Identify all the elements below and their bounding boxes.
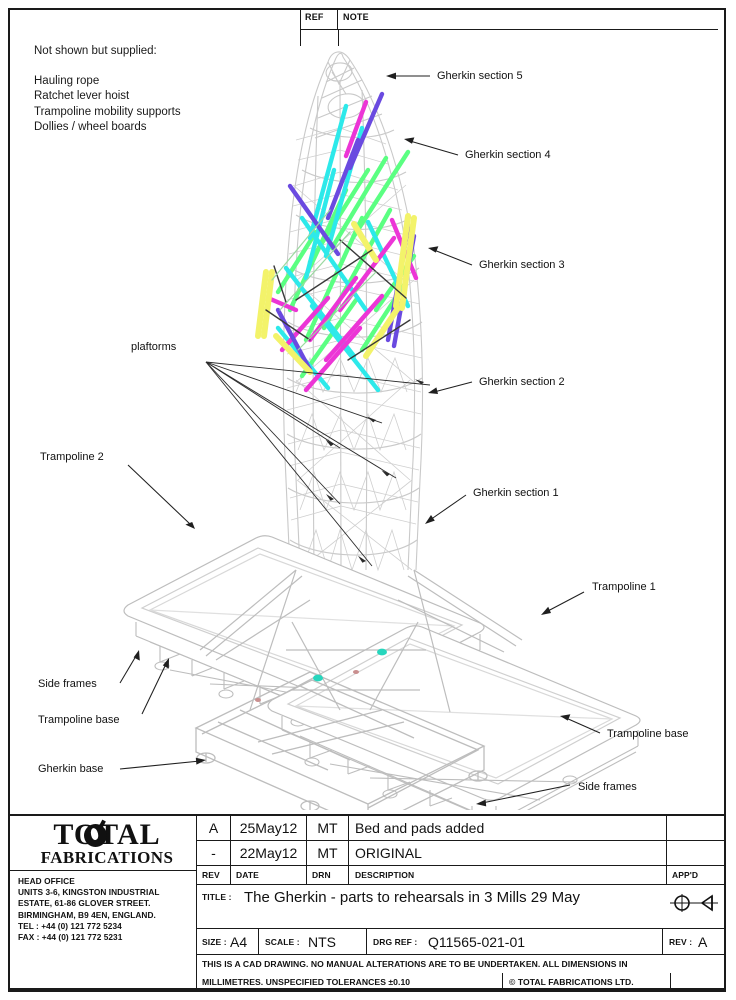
rev-col-header-drn: DRN <box>312 870 331 880</box>
rev-row-1-rev: - <box>211 845 216 861</box>
tb-vrule-projection <box>670 973 672 992</box>
callout-side-frames-left: Side frames <box>38 678 97 690</box>
copyright-text: © TOTAL FABRICATIONS LTD. <box>509 977 634 988</box>
logo-wordmark-fabrications: FABRICATIONS <box>40 848 174 867</box>
notes-item-3: Dollies / wheel boards <box>34 121 147 133</box>
ref-note-table: REF NOTE <box>300 8 718 46</box>
tb-vrule-appd <box>666 814 668 884</box>
tb-rule-title <box>196 928 726 930</box>
tb-right-rule <box>724 814 726 992</box>
address-line-1: UNITS 3-6, KINGSTON INDUSTRIAL <box>18 887 160 898</box>
tb-vrule-drn <box>348 814 350 884</box>
tb-vrule-size <box>258 928 260 954</box>
notes-item-1: Ratchet lever hoist <box>34 90 130 102</box>
rev-row-1-appd <box>667 841 726 865</box>
ref-note-mid-rule <box>338 30 340 46</box>
callout-gherkin-section-3: Gherkin section 3 <box>479 259 565 271</box>
notice-line-1: THIS IS A CAD DRAWING. NO MANUAL ALTERAT… <box>202 958 628 969</box>
callout-trampoline-1: Trampoline 1 <box>592 581 656 593</box>
tb-vrule-rev <box>230 814 232 884</box>
tb-rule-rev-header <box>196 884 726 886</box>
rev-row-0-drn: MT <box>317 819 338 836</box>
note-label: NOTE <box>343 12 369 22</box>
tower-base-spreaders <box>199 569 523 713</box>
company-logo: TOTAL FABRICATIONS <box>18 816 196 872</box>
callout-gherkin-section-5: Gherkin section 5 <box>437 70 523 82</box>
callout-trampoline-base-right: Trampoline base <box>607 728 689 740</box>
rev-row-1-date: 22May12 <box>239 845 298 861</box>
rev-value: A <box>698 933 708 950</box>
sheet-border <box>8 8 726 990</box>
rev-col-header-rev: REV <box>202 870 220 880</box>
trampoline-1 <box>267 625 641 801</box>
title-block: A 25May12 MT Bed and pads added - 22May1… <box>8 814 726 992</box>
notes-item-0: Hauling rope <box>34 74 100 87</box>
rev-col-header-description: DESCRIPTION <box>355 870 415 880</box>
supplied-notes-block: Not shown but supplied: Hauling rope Rat… <box>34 44 284 136</box>
size-value: A4 <box>230 933 248 950</box>
platform-leader-fan <box>205 361 431 567</box>
drg-ref-value: Q11565-021-01 <box>428 933 526 950</box>
callout-trampoline-2: Trampoline 2 <box>40 451 104 463</box>
tb-top-rule <box>8 814 726 816</box>
drawing-title: The Gherkin - parts to rehearsals in 3 M… <box>244 888 580 906</box>
address-line-0: HEAD OFFICE <box>18 876 75 886</box>
drg-ref-label: DRG REF : <box>373 936 418 947</box>
rev-col-header-date: DATE <box>236 870 259 880</box>
tb-vrule-scale <box>366 928 368 954</box>
rev-row-0-description: Bed and pads added <box>355 819 485 836</box>
tb-rule-logo <box>8 870 196 872</box>
tb-rule-rev-orig <box>196 865 726 867</box>
note-column-header: NOTE <box>338 8 718 30</box>
cad-drawing-artwork <box>123 51 641 810</box>
scale-label: SCALE : <box>265 936 300 947</box>
first-angle-projection-icon <box>670 894 718 912</box>
company-address: HEAD OFFICE UNITS 3-6, KINGSTON INDUSTRI… <box>18 876 159 943</box>
tb-rule-size <box>196 954 726 956</box>
callout-trampoline-base-left: Trampoline base <box>38 714 120 726</box>
teal-node-markers <box>255 648 387 702</box>
tb-left-rule <box>8 814 10 992</box>
notice-line-2: MILLIMETRES. UNSPECIFIED TOLERANCES ±0.1… <box>202 977 411 988</box>
coloured-struts <box>255 91 419 393</box>
notes-item-2: Trampoline mobility supports <box>34 105 181 118</box>
callout-gherkin-section-1: Gherkin section 1 <box>473 487 559 499</box>
address-line-3: BIRMINGHAM, B9 4EN, ENGLAND. <box>18 909 156 920</box>
scale-value: NTS <box>308 933 336 950</box>
rev-row-1-description: ORIGINAL <box>355 845 422 861</box>
ref-column-header: REF <box>300 8 338 30</box>
tb-vrule-date <box>306 814 308 884</box>
gherkin-base <box>194 671 488 810</box>
tb-vrule-copyright <box>502 973 504 992</box>
title-label: TITLE : <box>202 892 232 902</box>
size-label: SIZE : <box>202 936 227 947</box>
callout-side-frames-right: Side frames <box>578 781 637 793</box>
rev-label: REV : <box>669 936 693 947</box>
address-line-2: ESTATE, 61-86 GLOVER STREET. <box>18 898 151 909</box>
rev-row-0-date: 25May12 <box>239 819 298 836</box>
tb-bottom-rule <box>8 990 726 992</box>
tb-rule-rev-a <box>196 840 726 842</box>
ref-label: REF <box>305 12 324 22</box>
callout-gherkin-section-4: Gherkin section 4 <box>465 149 551 161</box>
callout-platforms: plaftorms <box>131 341 177 353</box>
rev-row-1-drn: MT <box>317 845 338 861</box>
rev-col-header-appd: APP'D <box>672 870 699 880</box>
callout-gherkin-section-2: Gherkin section 2 <box>479 376 565 388</box>
ref-note-left-rule <box>300 8 302 46</box>
rev-row-0-rev: A <box>208 819 219 836</box>
logo-olive-icon <box>84 824 108 847</box>
tb-vrule-logo <box>196 814 198 992</box>
address-line-4: TEL : +44 (0) 121 772 5234 <box>18 920 122 931</box>
tb-vrule-rev2 <box>662 928 664 954</box>
address-line-5: FAX : +44 (0) 121 772 5231 <box>18 932 123 943</box>
notes-heading: Not shown but supplied: <box>34 45 157 57</box>
rev-row-0-appd <box>667 815 726 840</box>
logo-wordmark-total: TOTAL <box>53 820 160 850</box>
callout-gherkin-base: Gherkin base <box>38 763 104 775</box>
